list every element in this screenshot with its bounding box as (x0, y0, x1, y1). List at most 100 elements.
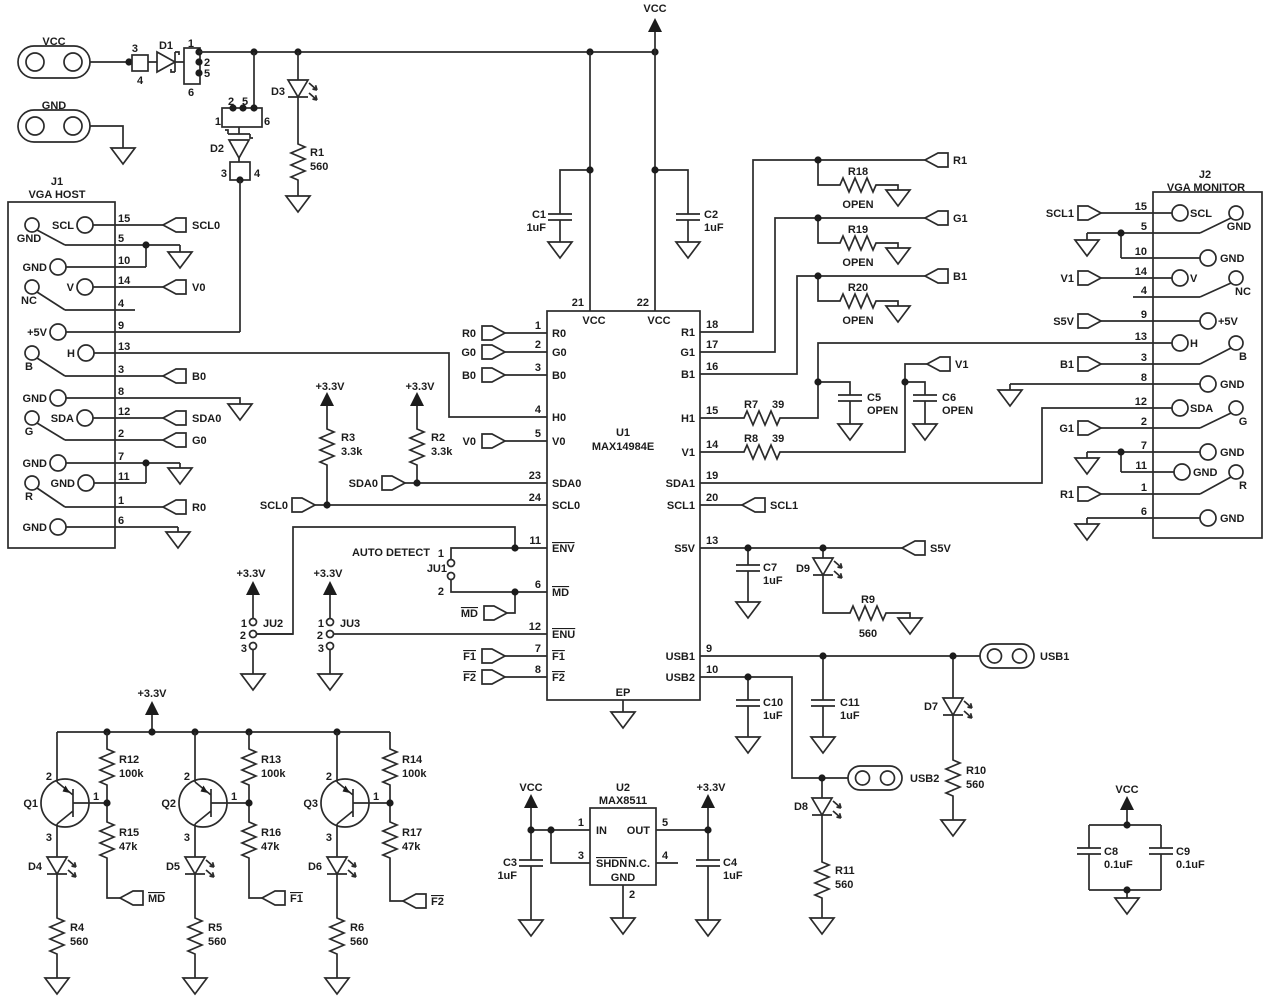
ground-symbol (885, 189, 911, 207)
u1-pin-label: S5V (674, 543, 695, 555)
ground-symbol (940, 819, 966, 837)
ground-symbol (885, 247, 911, 265)
ground-symbol (809, 917, 835, 935)
u1-pin-num: 19 (706, 470, 718, 482)
b1-tag (1077, 356, 1102, 372)
r13-ref: R13 (261, 754, 281, 766)
j1-pin-label: SCL (52, 220, 74, 232)
p33-label: +3.3V (405, 381, 435, 393)
v0-tag-label: V0 (192, 282, 205, 294)
junction (142, 241, 150, 249)
r10-value: 560 (966, 779, 984, 791)
r11-value: 560 (835, 879, 853, 891)
j1-pin5-circle (24, 217, 40, 233)
j2-body (1152, 191, 1263, 539)
scl1-tag (741, 497, 766, 513)
r0-tag (481, 325, 506, 341)
ground-symbol (897, 617, 923, 635)
c9-value: 0.1uF (1176, 859, 1205, 871)
ground-symbol (1074, 523, 1100, 541)
s5v-tag-label: S5V (1053, 316, 1074, 328)
junction (744, 544, 752, 552)
junction (103, 799, 111, 807)
c3-value: 1uF (497, 870, 517, 882)
bulk-caps-section: VCC C8 0.1uF C9 0.1uF (1076, 784, 1205, 915)
r6-value: 560 (350, 936, 368, 948)
u1-pin-num: 7 (535, 643, 541, 655)
p33-label: +3.3V (315, 381, 345, 393)
d1-pin3: 3 (132, 43, 138, 55)
d2-zener (225, 127, 253, 162)
d6-led (326, 856, 357, 878)
j1-pin2-circle (24, 410, 40, 426)
j1-pin-label: G (25, 426, 34, 438)
j2-pin-label: V (1190, 273, 1198, 285)
c2-ref: C2 (704, 209, 718, 221)
d2-pin5: 5 (242, 96, 248, 108)
j1-pin-num: 6 (118, 515, 124, 527)
junction (511, 544, 519, 552)
ground-symbol (735, 601, 761, 619)
u1-pin-label: R0 (552, 328, 566, 340)
md-tag-label: MD (461, 608, 478, 620)
q1-pin1: 1 (93, 791, 99, 803)
wire-u2 (530, 808, 709, 920)
p33-label: +3.3V (236, 568, 266, 580)
ju2-pin3 (248, 641, 258, 651)
u2-pin-num: 3 (578, 850, 584, 862)
r18-ref: R18 (848, 166, 868, 178)
ground-symbol (610, 711, 636, 729)
wire-ju3-enu (329, 595, 547, 674)
d5-ref: D5 (166, 861, 180, 873)
wire-gnd-pad (90, 125, 124, 148)
q3-pin1: 1 (373, 791, 379, 803)
j1-ref: J1 (51, 176, 63, 188)
ground-symbol (167, 467, 193, 485)
j2-pin-num: 4 (1141, 285, 1148, 297)
u1-pin-label: VCC (647, 315, 670, 327)
j1-pin7-circle (49, 454, 67, 472)
r17-value: 47k (402, 841, 421, 853)
v1-tag (1077, 270, 1102, 286)
u1-ref: U1 (616, 427, 630, 439)
b0-tag-label: B0 (192, 371, 206, 383)
r14-resistor (382, 744, 398, 790)
j2-pin11-circle (1173, 463, 1191, 481)
r0-tag-label: R0 (192, 502, 206, 514)
ground-symbol (1074, 457, 1100, 475)
j2-pin-label: GND (1220, 253, 1245, 265)
u1-pin-num: 3 (535, 362, 541, 374)
b0-tag (162, 368, 187, 384)
r4-resistor (49, 913, 65, 959)
j1-pin10-circle (49, 258, 67, 276)
q2-transistor (178, 778, 228, 828)
ju2-pin2-num: 2 (240, 630, 246, 642)
r8-ref: R8 (744, 433, 758, 445)
d1-pin4: 4 (137, 75, 144, 87)
j1-pin-num: 12 (118, 406, 130, 418)
u1-pin-label: V0 (552, 436, 565, 448)
u1-pin-label: USB1 (666, 651, 695, 663)
j2-pin5-circle (1228, 205, 1244, 221)
junction (814, 156, 822, 164)
r12-value: 100k (119, 768, 144, 780)
scl1-tag-label: SCL1 (770, 500, 798, 512)
u1-ep-label: EP (616, 687, 631, 699)
ju3-pin3 (325, 641, 335, 651)
u1-pin-label: SCL0 (552, 500, 580, 512)
u1-pin-num: 14 (706, 439, 719, 451)
c8-ref: C8 (1104, 846, 1118, 858)
j1-pin-num: 9 (118, 320, 124, 332)
power-arrow (410, 392, 424, 406)
c6-capacitor (912, 394, 938, 402)
j2-pin-label: GND (1193, 467, 1218, 479)
r3-ref: R3 (341, 432, 355, 444)
v1-tag-label: V1 (1061, 273, 1074, 285)
junction (511, 588, 519, 596)
v1-tag-label: V1 (955, 359, 968, 371)
u1-pin-num: 9 (706, 643, 712, 655)
p33-label: +3.3V (696, 782, 726, 794)
b1-tag (924, 268, 949, 284)
j1-pin8-circle (49, 389, 67, 407)
wire-usb2 (700, 676, 848, 918)
